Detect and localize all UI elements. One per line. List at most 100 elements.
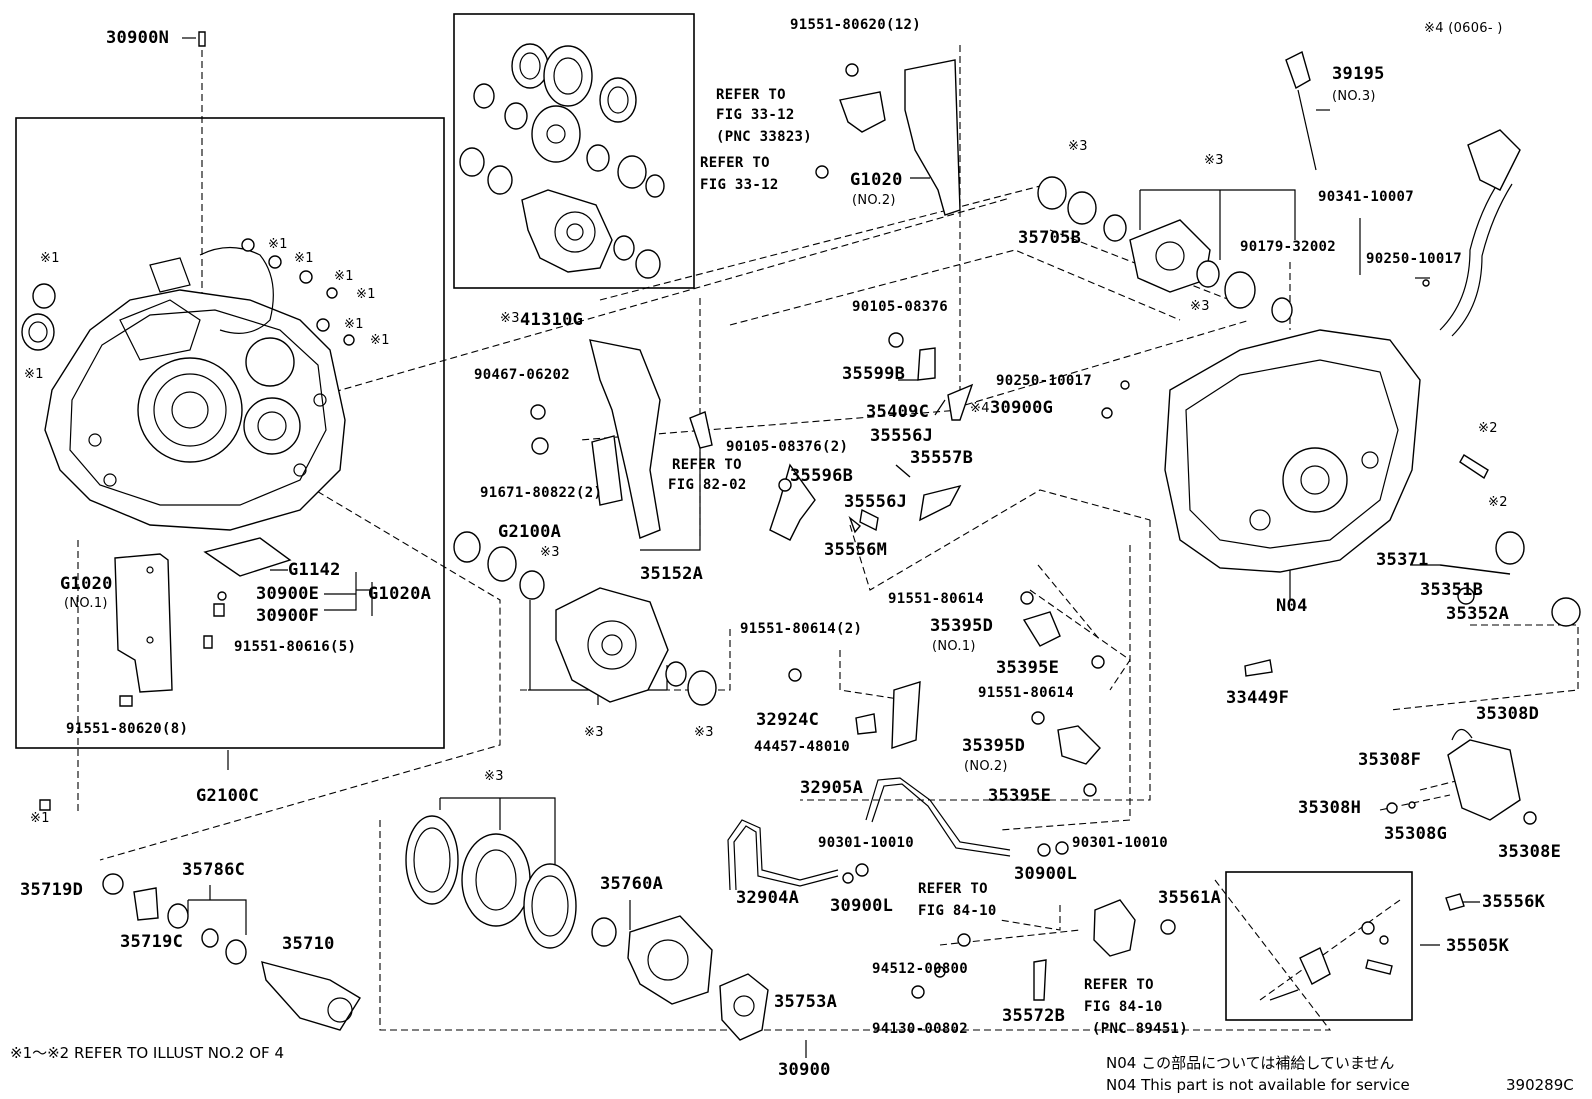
part-label: 35719C — [120, 932, 184, 952]
part-label: 35308G — [1384, 824, 1448, 844]
transaxle-case-box — [15, 117, 445, 749]
part-label: N04 — [1276, 596, 1308, 616]
part-label: 30900G — [990, 398, 1054, 418]
part-label: 35308F — [1358, 750, 1422, 770]
part-label: 91551-80614 — [888, 591, 985, 607]
part-label: 35395E — [988, 786, 1052, 806]
note-mark: ※1 — [334, 269, 354, 284]
part-label: 30900E — [256, 584, 320, 604]
part-label: (PNC 89451) — [1092, 1021, 1189, 1037]
part-label: 35352A — [1446, 604, 1510, 624]
part-label: 91551-80614 — [978, 685, 1075, 701]
bottom-right-parts — [911, 728, 1537, 1001]
gear-kit-box — [453, 13, 695, 289]
sensors-and-pipes — [727, 591, 1105, 891]
parking-lock-box — [1225, 871, 1413, 1021]
part-label: FIG 84-10 — [1084, 999, 1163, 1015]
part-label: 90250-10017 — [1366, 251, 1463, 267]
part-label: 35556J — [844, 492, 908, 512]
part-label: 35308E — [1498, 842, 1562, 862]
footer-n04-jp: N04 この部品については補給していません — [1106, 1054, 1395, 1072]
part-label: 35753A — [774, 992, 838, 1012]
part-label: 35556J — [870, 426, 934, 446]
part-label: 90301-10010 — [1072, 835, 1169, 851]
part-label: 35596B — [790, 466, 854, 486]
part-label: 35308H — [1298, 798, 1362, 818]
note-mark: ※3 — [484, 769, 504, 784]
part-label: 35760A — [600, 874, 664, 894]
part-label: 44457-48010 — [754, 739, 851, 755]
part-label: FIG 82-02 — [668, 477, 747, 493]
part-label: 32924C — [756, 710, 820, 730]
part-label: REFER TO — [700, 155, 770, 171]
part-label: 35786C — [182, 860, 246, 880]
part-label: 90301-10010 — [818, 835, 915, 851]
part-label: 35557B — [910, 448, 974, 468]
part-label: 90105-08376 — [852, 299, 949, 315]
part-label: G2100C — [196, 786, 260, 806]
part-label: 39195 — [1332, 64, 1385, 84]
part-label: 30900 — [778, 1060, 831, 1080]
part-label: 30900F — [256, 606, 320, 626]
transaxle-case-left — [21, 31, 355, 531]
part-label: FIG 33-12 — [716, 107, 795, 123]
part-label: 35710 — [282, 934, 335, 954]
note-mark: ※3 — [584, 725, 604, 740]
part-label: REFER TO — [716, 87, 786, 103]
note-mark: ※3 — [500, 311, 520, 326]
part-label: 32904A — [736, 888, 800, 908]
part-label: 90467-06202 — [474, 367, 571, 383]
part-label: 90341-10007 — [1318, 189, 1415, 205]
part-label: (NO.1) — [64, 596, 108, 611]
output-shaft-parts — [102, 873, 361, 1031]
note-mark: ※1 — [40, 251, 60, 266]
part-label: 35705B — [1018, 228, 1082, 248]
part-label: 33449F — [1226, 688, 1290, 708]
part-label: 91551-80614(2) — [740, 621, 863, 637]
part-label: 35308D — [1476, 704, 1540, 724]
part-label: (NO.1) — [932, 639, 976, 654]
part-label: 30900L — [830, 896, 894, 916]
valve-body-cover-left — [39, 537, 292, 811]
part-label: 35152A — [640, 564, 704, 584]
part-label: REFER TO — [1084, 977, 1154, 993]
part-label: 35561A — [1158, 888, 1222, 908]
part-label: 35505K — [1446, 936, 1510, 956]
part-label: 35556M — [824, 540, 888, 560]
part-label: 90179-32002 — [1240, 239, 1337, 255]
note-mark: ※1 — [30, 811, 50, 826]
note-mark: ※3 — [1190, 299, 1210, 314]
part-label: (PNC 33823) — [716, 129, 813, 145]
note-mark: ※1 — [356, 287, 376, 302]
note-mark: ※3 — [1068, 139, 1088, 154]
part-label: FIG 84-10 — [918, 903, 997, 919]
part-label: 94512-00800 — [872, 961, 969, 977]
part-label: (NO.3) — [1332, 89, 1376, 104]
differential-parts — [453, 176, 1293, 706]
part-label: REFER TO — [672, 457, 742, 473]
note-mark: ※2 — [1488, 495, 1508, 510]
part-label: G1142 — [288, 560, 341, 580]
note-mark: ※1 — [24, 367, 44, 382]
part-label: G1020A — [368, 584, 432, 604]
part-label: 90250-10017 — [996, 373, 1093, 389]
part-label: 35395D — [962, 736, 1026, 756]
note-mark: ※3 — [540, 545, 560, 560]
footer-refer-note: ※1～※2 REFER TO ILLUST NO.2 OF 4 — [10, 1044, 284, 1062]
part-label: 35572B — [1002, 1006, 1066, 1026]
part-label: 91551-80620(12) — [790, 17, 921, 33]
part-label: 91551-80620(8) — [66, 721, 189, 737]
footer-code: 390289C — [1506, 1076, 1574, 1094]
center-brackets — [530, 59, 974, 541]
part-label: 35719D — [20, 880, 84, 900]
part-label: (NO.2) — [964, 759, 1008, 774]
part-label: 32905A — [800, 778, 864, 798]
part-label: 30900L — [1014, 864, 1078, 884]
part-label: 91671-80822(2) — [480, 485, 603, 501]
part-label: 35395D — [930, 616, 994, 636]
part-label: 30900N — [106, 28, 170, 48]
note-mark: ※1 — [294, 251, 314, 266]
part-label: 35395E — [996, 658, 1060, 678]
